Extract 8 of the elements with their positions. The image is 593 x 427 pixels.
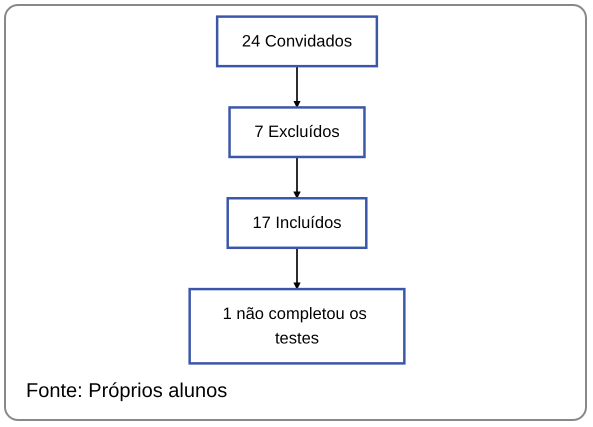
node-box: 24 Convidados: [215, 15, 378, 68]
node-box: 17 Incluídos: [226, 197, 368, 250]
arrow: [292, 248, 300, 290]
arrow: [292, 156, 300, 199]
arrow: [292, 66, 300, 108]
node-box: 1 não completou os testes: [188, 288, 406, 365]
node-box: 7 Excluídos: [228, 106, 366, 158]
source-note: Fonte: Próprios alunos: [26, 380, 228, 403]
